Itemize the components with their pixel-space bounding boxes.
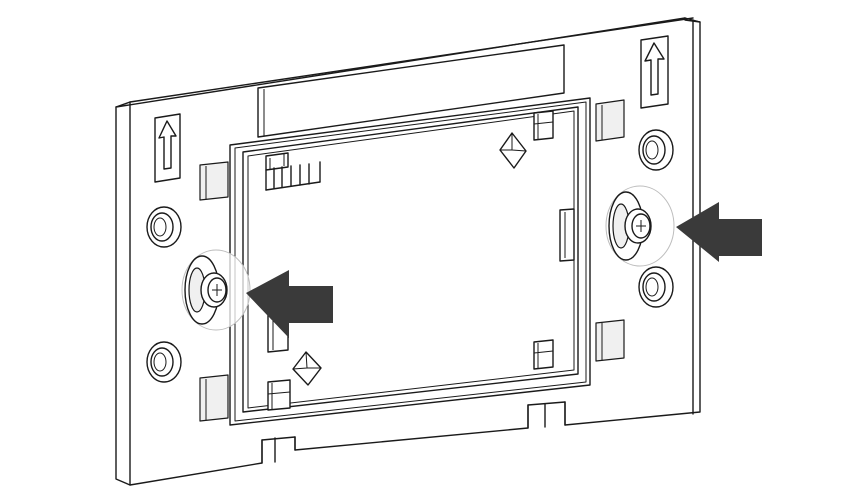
frame-clip bbox=[267, 379, 291, 411]
plate-slot bbox=[595, 319, 625, 362]
side-tab bbox=[559, 208, 575, 262]
mounting-hole bbox=[146, 206, 182, 248]
plate-slot bbox=[199, 161, 229, 201]
up-arrow-icon bbox=[154, 113, 181, 183]
diamond-tab bbox=[499, 132, 527, 169]
label-slot bbox=[257, 44, 565, 138]
up-arrow-icon bbox=[640, 35, 669, 109]
inner-frame bbox=[229, 97, 591, 426]
plate-slot bbox=[595, 99, 625, 142]
insertion-arrow-icon bbox=[246, 270, 333, 338]
mounting-hole bbox=[638, 129, 674, 171]
screw-icon bbox=[181, 249, 251, 331]
diamond-tab bbox=[292, 351, 322, 386]
mounting-hole bbox=[638, 266, 674, 308]
frame-clip bbox=[533, 339, 554, 370]
insertion-arrow-icon bbox=[676, 202, 762, 262]
screw-icon bbox=[605, 185, 675, 267]
plate-slot bbox=[199, 374, 229, 422]
frame-clip bbox=[265, 152, 321, 191]
mounting-hole bbox=[146, 341, 182, 383]
frame-clip bbox=[533, 110, 554, 141]
